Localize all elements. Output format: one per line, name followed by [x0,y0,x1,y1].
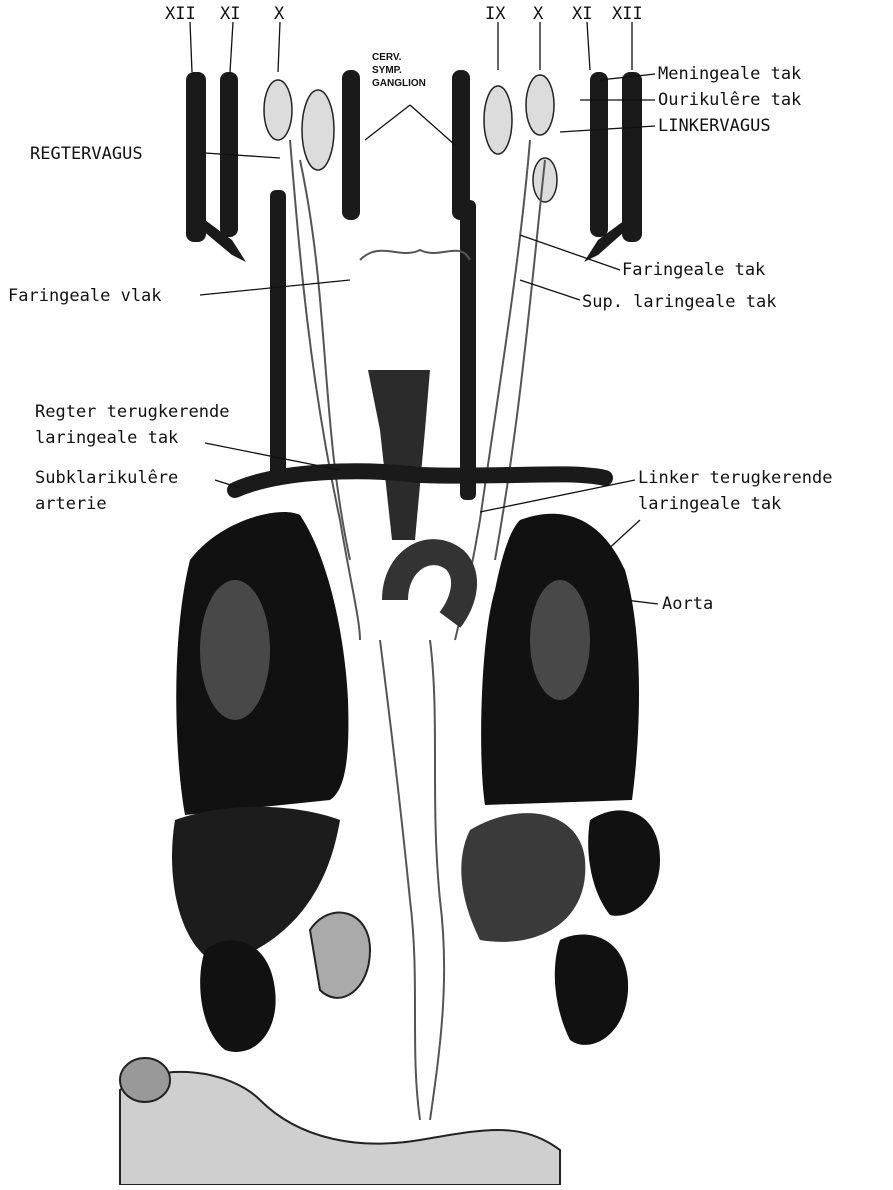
nerve-label-xii-left: XII [165,6,196,23]
faringeale-vlak-label: Faringeale vlak [8,288,162,305]
faringeale-tak-label: Faringeale tak [622,262,765,279]
ourikulere-tak-label: Ourikulêre tak [658,92,801,109]
nerve-label-xii-right: XII [612,6,643,23]
aorta-label: Aorta [662,596,713,613]
intestines [120,913,560,1185]
subclavian-artery [235,471,605,490]
nerve-label-ix-right: IX [485,6,505,23]
spleen [588,810,660,915]
linkervagus-label: LINKERVAGUS [658,118,771,135]
linker-terugkerende-label-line1: Linker terugkerende [638,470,832,487]
subklarikulere-label-line1: Subklarikulêre [35,470,178,487]
cerv-label: CERV. [372,52,401,63]
symp-label: SYMP. [372,65,402,76]
linker-terugkerende-label-line2: laringeale tak [638,496,781,513]
stomach [461,813,585,942]
left-kidney [555,934,628,1044]
nerve-label-xi-left: XI [220,6,240,23]
nerve-label-xi-right: XI [572,6,592,23]
nerve-label-x-right: X [533,6,543,23]
regter-terugkerende-label-line2: laringeale tak [35,430,178,447]
ganglia [264,75,557,202]
nerve-label-x-left: X [274,6,284,23]
aorta-arch [395,552,464,620]
subklarikulere-label-line2: arterie [35,496,107,513]
regtervagus-label: REGTERVAGUS [30,146,143,163]
sup-laringeale-tak-label: Sup. laringeale tak [582,294,776,311]
right-kidney [200,940,275,1052]
regter-terugkerende-label-line1: Regter terugkerende [35,404,229,421]
larynx-trachea [368,370,430,540]
ganglion-label: GANGLION [372,78,426,89]
meningeale-tak-label: Meningeale tak [658,66,801,83]
